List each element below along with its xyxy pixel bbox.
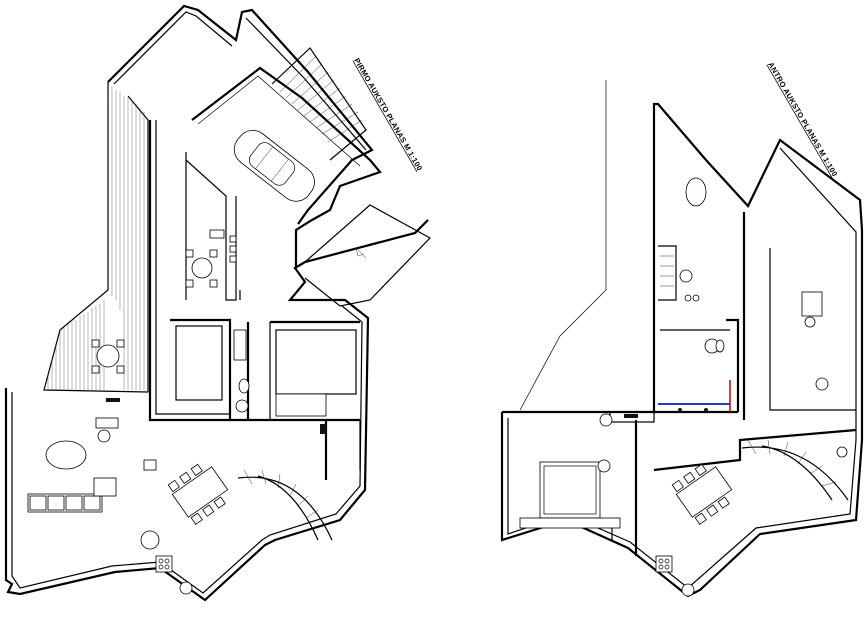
second-floor-title: ANTRO AUKSTO PLANAS M 1:100	[766, 61, 839, 179]
deck-dining-set	[91, 339, 125, 374]
stove	[155, 555, 193, 595]
spiral-staircase	[237, 469, 333, 541]
second-floor-outer-wall	[500, 102, 864, 598]
living-room-furniture	[27, 417, 160, 550]
first-floor-plan: PIRMO AUKSTO PLANAS M 1:100	[4, 4, 431, 602]
car	[233, 129, 315, 202]
upper-stove	[655, 446, 848, 597]
garage-wall	[107, 4, 374, 225]
upper-spiral-staircase	[741, 439, 849, 501]
upper-dining-set	[671, 463, 733, 525]
second-floor-plan: ANTRO AUKSTO PLANAS M 1:100	[500, 61, 864, 598]
ground-bathroom	[233, 329, 250, 413]
driveway	[304, 204, 431, 307]
kitchen-table	[185, 249, 218, 288]
upper-stairs	[271, 47, 367, 161]
wooden-deck	[43, 82, 149, 393]
bedroom-furniture	[519, 177, 829, 529]
dining-set	[167, 463, 229, 525]
first-floor-outer-wall	[4, 219, 429, 602]
terrain-line	[519, 80, 607, 411]
kitchen-counter	[185, 159, 237, 301]
